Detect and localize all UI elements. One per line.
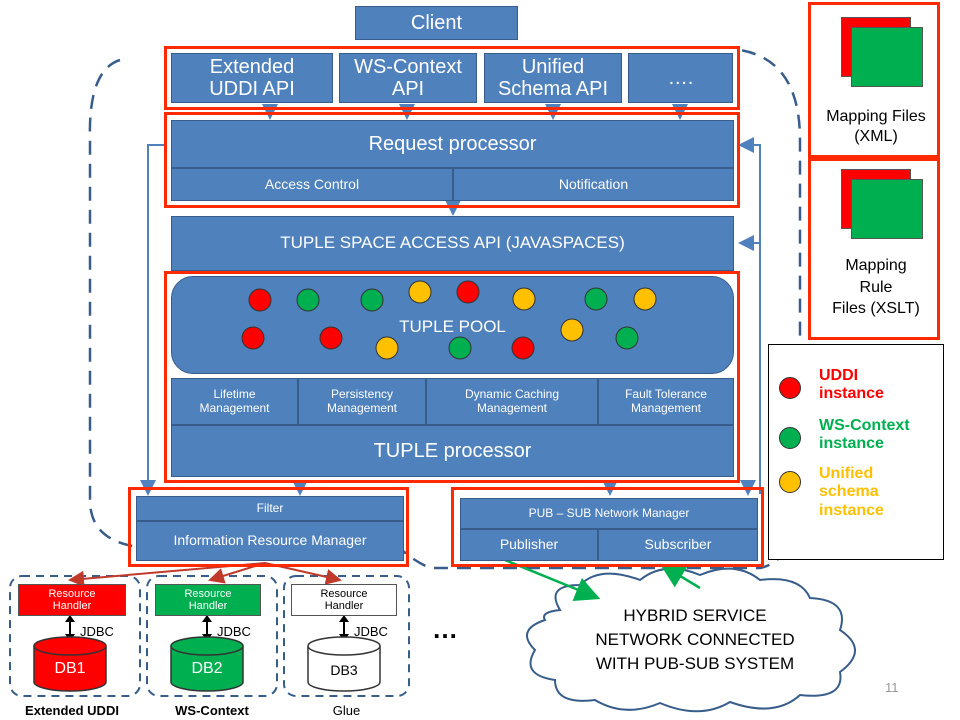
jdbc-label-1: JDBC: [80, 624, 114, 639]
mapping-files-panel: Mapping Files (XML): [808, 2, 940, 158]
pubsub-group: [451, 487, 764, 567]
tuple-processor-label: TUPLE processor: [373, 440, 532, 462]
fault-tolerance-management: Fault Tolerance Management: [598, 378, 734, 425]
tuple-space-api-label: TUPLE SPACE ACCESS API (JAVASPACES): [280, 233, 625, 253]
dynamic-caching-management-label: Dynamic Caching Management: [464, 387, 560, 415]
subscriber-label: Subscriber: [644, 536, 712, 553]
db1-label: DB1: [54, 660, 86, 677]
fault-tolerance-management-label: Fault Tolerance Management: [625, 387, 707, 415]
api-ws-context-label: WS-Context API: [354, 56, 462, 100]
db2-cylinder: [170, 636, 244, 692]
api-unified-schema: Unified Schema API: [484, 53, 622, 103]
client-box: Client: [355, 6, 518, 40]
api-more-label: ….: [667, 67, 694, 89]
legend: UDDI instance WS-Context instance Unifie…: [768, 344, 944, 560]
filter-label: Filter: [256, 500, 284, 515]
legend-uddi-label: UDDI instance: [819, 367, 884, 403]
db3-cylinder: [307, 636, 381, 692]
system-boundary: [88, 48, 802, 570]
dynamic-caching-management: Dynamic Caching Management: [426, 378, 598, 425]
publisher: Publisher: [460, 529, 598, 561]
api-extended-uddi-label: Extended UDDI API: [209, 56, 295, 100]
filter: Filter: [136, 496, 404, 521]
footer-glue: Glue: [332, 703, 361, 718]
mapping-rule-label: Mapping Rule Files (XSLT): [832, 257, 920, 318]
mapping-rule-panel: Mapping Rule Files (XSLT): [808, 158, 940, 340]
resource-handler-uddi: Resource Handler: [18, 584, 126, 616]
subscriber: Subscriber: [598, 529, 758, 561]
footer-ws-context: WS-Context: [175, 703, 249, 718]
db3-label: DB3: [330, 662, 358, 678]
notification-label: Notification: [558, 175, 629, 192]
resource-handler-glue: Resource Handler: [291, 584, 397, 616]
request-group: [164, 112, 740, 208]
group-glue: [283, 575, 410, 697]
api-extended-uddi: Extended UDDI API: [171, 53, 333, 103]
pubsub-network-manager: PUB – SUB Network Manager: [460, 498, 758, 529]
request-processor: Request processor: [171, 120, 734, 168]
tuple-space-api: TUPLE SPACE ACCESS API (JAVASPACES): [171, 216, 734, 271]
lifetime-management: Lifetime Management: [171, 378, 298, 425]
request-processor-label: Request processor: [368, 133, 537, 155]
legend-uddi-dot: [779, 377, 801, 399]
group-extended-uddi: [9, 575, 141, 697]
cloud-text: HYBRID SERVICE NETWORK CONNECTED WITH PU…: [595, 606, 795, 673]
lifetime-management-label: Lifetime Management: [199, 387, 270, 415]
irm-label: Information Resource Manager: [173, 532, 367, 549]
tuple-pool-label: TUPLE POOL: [399, 316, 506, 336]
api-unified-schema-label: Unified Schema API: [497, 56, 609, 100]
notification: Notification: [453, 168, 734, 201]
legend-unified-dot: [779, 471, 801, 493]
tuple-group: [164, 271, 740, 483]
legend-unified-label: Unified schema instance: [819, 465, 884, 519]
page-number: 11: [885, 680, 899, 695]
db2-label: DB2: [191, 660, 223, 677]
legend-ws-context-dot: [779, 427, 801, 449]
client-label: Client: [410, 12, 463, 34]
access-control-label: Access Control: [264, 175, 360, 192]
persistency-management-label: Persistency Management: [326, 387, 398, 415]
api-group: [164, 46, 740, 110]
jdbc-label-3: JDBC: [354, 624, 388, 639]
ellipsis: …: [432, 614, 458, 644]
irm-group: [128, 487, 409, 567]
publisher-label: Publisher: [499, 536, 559, 553]
information-resource-manager: Information Resource Manager: [136, 521, 404, 561]
pubsub-title-label: PUB – SUB Network Manager: [528, 505, 690, 520]
api-ws-context: WS-Context API: [339, 53, 477, 103]
api-more: ….: [628, 53, 733, 103]
jdbc-label-2: JDBC: [217, 624, 251, 639]
mapping-files-label: Mapping Files (XML): [826, 108, 926, 145]
db1-cylinder: [33, 636, 107, 692]
footer-extended-uddi: Extended UDDI: [25, 703, 119, 718]
access-control: Access Control: [171, 168, 453, 201]
group-ws-context: [146, 575, 278, 697]
resource-handler-ws-context: Resource Handler: [155, 584, 261, 616]
persistency-management: Persistency Management: [298, 378, 426, 425]
legend-ws-context-label: WS-Context instance: [819, 417, 910, 453]
mapping-file-icon: [851, 27, 923, 87]
mapping-rule-icon: [851, 179, 923, 239]
tuple-processor: TUPLE processor: [171, 425, 734, 477]
